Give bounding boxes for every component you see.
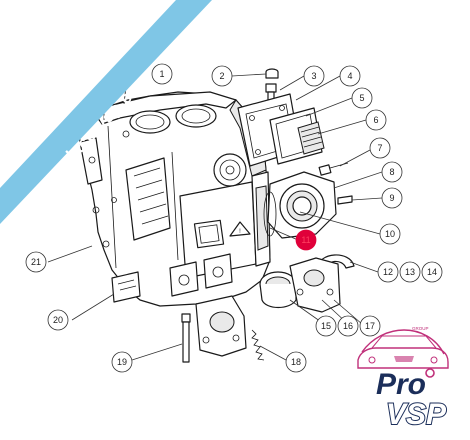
callout-circle xyxy=(377,261,399,283)
callout-3: 3 xyxy=(303,65,325,87)
callout-19: 19 xyxy=(111,351,133,373)
callout-16: 16 xyxy=(337,315,359,337)
callout-number: 18 xyxy=(291,357,301,367)
callout-circle xyxy=(25,251,47,273)
callout-circle xyxy=(315,315,337,337)
part-15-bearing-shell xyxy=(259,271,297,309)
callout-14: 14 xyxy=(421,261,443,283)
callout-11: 11 xyxy=(295,229,317,251)
callout-number: 20 xyxy=(53,315,63,325)
main-bearing-support xyxy=(195,295,247,357)
callout-circle xyxy=(369,137,391,159)
callout-circle xyxy=(303,65,325,87)
logo-group-text: GROUP xyxy=(412,326,429,331)
callout-number: 8 xyxy=(389,167,394,177)
callout-circle xyxy=(339,65,361,87)
callout-17: 17 xyxy=(359,315,381,337)
callout-number: 21 xyxy=(31,257,41,267)
callout-number: 14 xyxy=(427,267,437,277)
callout-number: 2 xyxy=(219,71,224,81)
callout-21: 21 xyxy=(25,251,47,273)
callout-circle xyxy=(399,261,421,283)
callout-circle xyxy=(359,315,381,337)
callout-9: 9 xyxy=(381,187,403,209)
callout-6: 6 xyxy=(365,109,387,131)
callout-circle xyxy=(381,161,403,183)
part-20-bracket xyxy=(111,271,141,303)
part-9-pin xyxy=(337,195,353,205)
callout-number: 15 xyxy=(321,321,331,331)
part-10-oring xyxy=(263,191,277,237)
callout-number: 17 xyxy=(365,321,375,331)
callout-number: 3 xyxy=(311,71,316,81)
callout-number: 16 xyxy=(343,321,353,331)
callout-12: 12 xyxy=(377,261,399,283)
part-2-cap xyxy=(265,68,279,79)
callout-circle xyxy=(211,65,233,87)
callout-number: 1 xyxy=(159,69,164,79)
logo-line1: Pro xyxy=(376,368,426,401)
callout-circle xyxy=(337,315,359,337)
callout-number: 10 xyxy=(385,229,395,239)
callout-number: 13 xyxy=(405,267,415,277)
callout-13: 13 xyxy=(399,261,421,283)
callout-circle xyxy=(47,309,69,331)
callout-8: 8 xyxy=(381,161,403,183)
callout-2: 2 xyxy=(211,65,233,87)
callout-4: 4 xyxy=(339,65,361,87)
logo-line2: VSP xyxy=(386,398,447,431)
callout-circle xyxy=(421,261,443,283)
callout-circle xyxy=(285,351,307,373)
part-18-spring xyxy=(251,329,265,361)
part-8-seal-housing xyxy=(267,171,337,239)
callout-20: 20 xyxy=(47,309,69,331)
part-6-filter xyxy=(297,121,325,155)
part-7-bolt xyxy=(318,162,349,176)
callout-circle xyxy=(151,63,173,85)
callout-15: 15 xyxy=(315,315,337,337)
car-icon xyxy=(357,329,449,369)
callout-7: 7 xyxy=(369,137,391,159)
callout-number: 6 xyxy=(373,115,378,125)
logo-dot-icon xyxy=(425,368,435,378)
callout-10: 10 xyxy=(379,223,401,245)
callout-18: 18 xyxy=(285,351,307,373)
callout-circle xyxy=(351,87,373,109)
callout-1: 1 xyxy=(151,63,173,85)
callout-5: 5 xyxy=(351,87,373,109)
part-16-bearing-cap xyxy=(289,257,341,313)
callout-number: 12 xyxy=(383,267,393,277)
callout-number: 11 xyxy=(301,235,310,245)
callout-number: 5 xyxy=(359,93,364,103)
svg-text:!: ! xyxy=(239,229,241,235)
pro-vsp-logo: GROUP Pro VSP xyxy=(357,326,449,432)
callout-circle xyxy=(295,229,317,251)
callout-number: 19 xyxy=(117,357,127,367)
callout-circle xyxy=(379,223,401,245)
callout-number: 9 xyxy=(389,193,394,203)
part-19-long-bolt xyxy=(181,313,191,363)
callout-number: 7 xyxy=(377,143,382,153)
callout-circle xyxy=(381,187,403,209)
callout-number: 4 xyxy=(347,71,352,81)
callout-circle xyxy=(365,109,387,131)
callout-circle xyxy=(111,351,133,373)
